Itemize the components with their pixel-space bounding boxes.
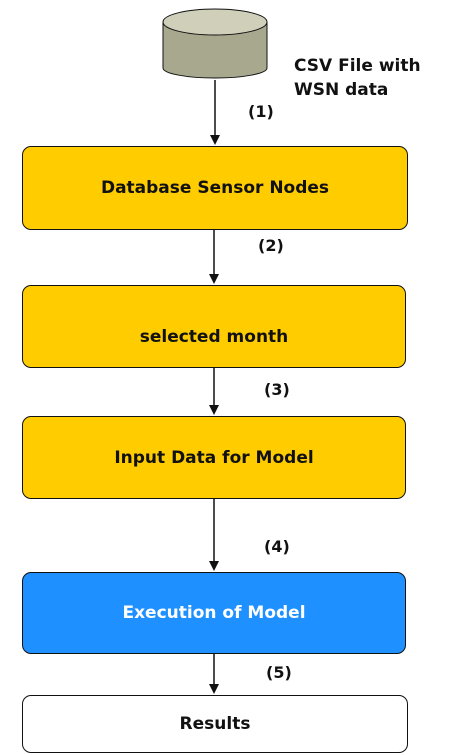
database-body: [162, 21, 268, 79]
input-data-label: Input Data for Model: [114, 447, 314, 468]
source-label-line-2: WSN data: [294, 80, 389, 100]
input-data-box: Input Data for Model: [22, 416, 406, 499]
selected-month-box: selected month: [22, 285, 406, 368]
database-top: [162, 8, 268, 36]
source-label-line-1: CSV File with: [294, 56, 421, 76]
database-cylinder-icon: [162, 8, 268, 79]
database-sensor-nodes-box: Database Sensor Nodes: [22, 146, 408, 230]
execution-of-model-box: Execution of Model: [22, 572, 406, 654]
database-sensor-nodes-label: Database Sensor Nodes: [100, 178, 330, 198]
step-label-2: (2): [258, 236, 284, 255]
step-label-5: (5): [266, 663, 292, 682]
step-label-4: (4): [264, 537, 290, 556]
results-label: Results: [179, 714, 251, 734]
step-label-3: (3): [264, 380, 290, 399]
selected-month-label: selected month: [139, 326, 289, 347]
execution-of-model-label: Execution of Model: [122, 603, 306, 623]
results-box: Results: [22, 695, 408, 753]
step-label-1: (1): [248, 102, 274, 121]
